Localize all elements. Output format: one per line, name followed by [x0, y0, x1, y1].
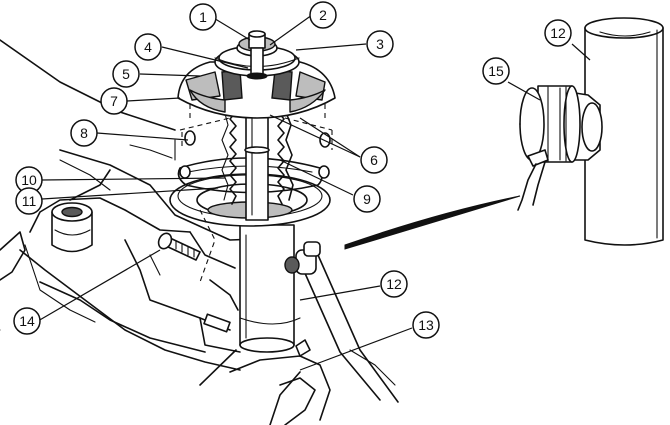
callout-12-inset: 12	[544, 19, 572, 47]
callout-7-label: 7	[110, 93, 118, 109]
callout-7: 7	[100, 87, 128, 115]
callout-1: 1	[189, 3, 217, 31]
callout-9: 9	[353, 185, 381, 213]
rubber-mount	[51, 202, 93, 253]
callout-9-label: 9	[363, 191, 371, 207]
callout-6: 6	[360, 146, 388, 174]
callout-15: 15	[482, 57, 510, 85]
callout-12-inset-label: 12	[550, 25, 566, 41]
callout-4: 4	[134, 33, 162, 61]
inset-pointer-arrow	[344, 195, 521, 250]
callout-3: 3	[366, 30, 394, 58]
lower-hub	[229, 317, 396, 425]
callout-12: 12	[380, 270, 408, 298]
body-panel	[0, 39, 286, 371]
callout-6-label: 6	[370, 152, 378, 168]
callout-8-label: 8	[80, 125, 88, 141]
callout-12-label: 12	[386, 276, 402, 292]
callout-13: 13	[412, 311, 440, 339]
callout-15-label: 15	[488, 63, 504, 79]
callout-8: 8	[70, 119, 98, 147]
callout-14-label: 14	[19, 313, 35, 329]
mounting-bolt	[157, 232, 201, 261]
callout-5-label: 5	[122, 66, 130, 82]
callout-10: 10	[15, 166, 43, 194]
callout-10-label: 10	[21, 172, 37, 188]
strut-tube	[199, 224, 399, 403]
callout-2: 2	[309, 1, 337, 29]
callout-2-label: 2	[319, 7, 327, 23]
callout-3-label: 3	[376, 36, 384, 52]
callout-11-label: 11	[22, 193, 37, 209]
callout-4-label: 4	[144, 39, 152, 55]
inset-detail	[517, 17, 664, 246]
top-nut	[246, 30, 268, 80]
callout-11: 11	[15, 187, 43, 215]
callout-14: 14	[13, 307, 41, 335]
callout-13-label: 13	[418, 317, 434, 333]
callout-5: 5	[112, 60, 140, 88]
callout-1-label: 1	[199, 9, 207, 25]
sensor-bracket	[284, 241, 321, 275]
leader-lines	[37, 14, 591, 371]
